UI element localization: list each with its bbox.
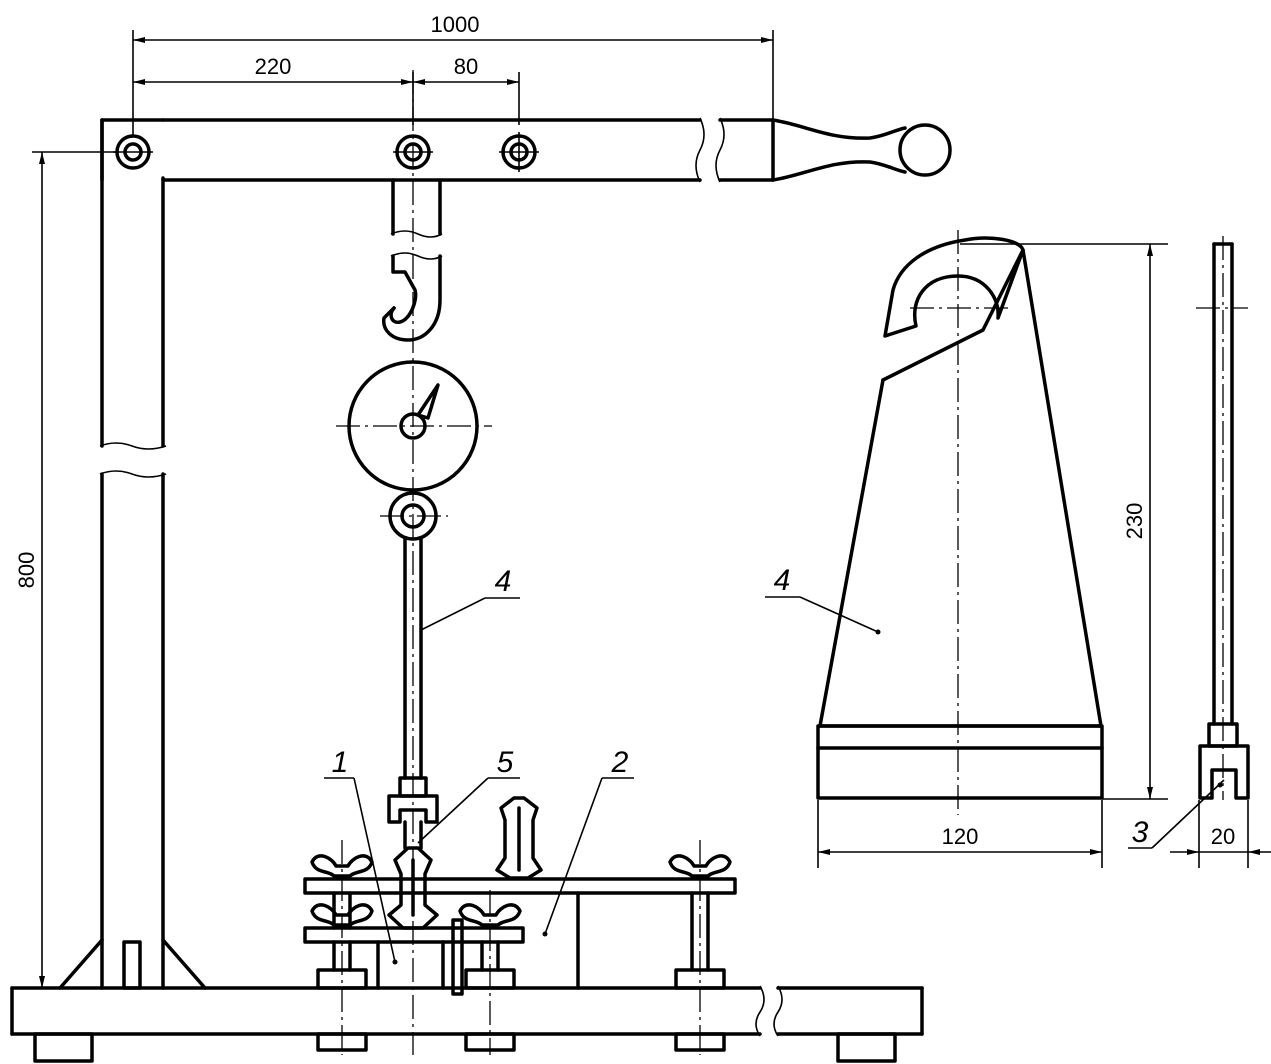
dim-clamp-width: 120: [942, 824, 979, 849]
base-plate: [10, 985, 924, 1063]
dim-overall-length: 1000: [431, 12, 480, 37]
horizontal-arm: [100, 117, 952, 183]
clamp-side-detail: [1170, 236, 1271, 868]
dim-stand-height: 800: [14, 552, 39, 589]
clamping-fixture: [303, 840, 737, 1055]
part-label-4-rod: 4: [495, 565, 512, 598]
leader-lines: [324, 596, 1225, 965]
part-label-1: 1: [332, 746, 349, 779]
dim-clamp-height: 230: [1122, 503, 1147, 540]
part-label-2: 2: [611, 746, 629, 779]
vertical-column: [58, 118, 207, 990]
dim-hook-to-hole: 80: [454, 54, 478, 79]
traction-rod: [387, 537, 543, 930]
part-label-5: 5: [497, 746, 514, 779]
part-label-4-detail: 4: [774, 564, 791, 597]
part-label-3: 3: [1132, 816, 1149, 849]
clamp-plate-detail: [816, 230, 1168, 868]
dim-pivot-to-hook: 220: [255, 54, 292, 79]
hook-and-dynamometer: [336, 70, 492, 1055]
dim-clamp-thickness: 20: [1211, 824, 1235, 849]
